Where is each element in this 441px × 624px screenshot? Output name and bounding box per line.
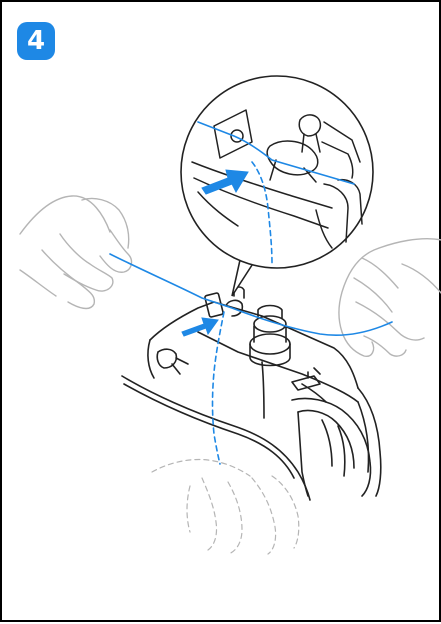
- right-hand-icon: [339, 239, 441, 357]
- left-hand-icon: [20, 196, 131, 309]
- lower-hand-dashed-icon: [152, 460, 299, 555]
